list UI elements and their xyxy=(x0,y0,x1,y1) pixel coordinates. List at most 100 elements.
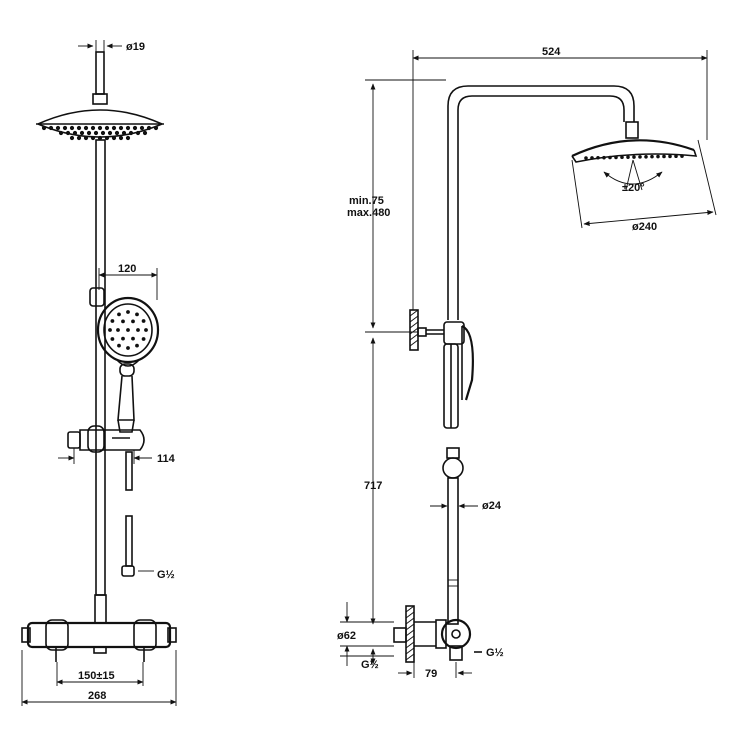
riser-diameter-label: ø24 xyxy=(482,500,502,512)
riser-adjust-min-label: min.75 xyxy=(349,195,384,207)
center-distance-label: 150±15 xyxy=(78,670,115,682)
dim-handset-depth: 114 xyxy=(58,448,176,465)
hatch-line xyxy=(409,315,419,323)
connection-left-label: G½ xyxy=(157,569,175,581)
nozzle-dot xyxy=(136,328,140,332)
nozzle-dot xyxy=(58,130,64,136)
mixer-side xyxy=(393,605,482,663)
riser-adjust-max-label: max.480 xyxy=(347,207,390,219)
nozzle-dot xyxy=(117,312,121,317)
head-nozzles xyxy=(41,125,159,141)
nozzle-dot xyxy=(614,155,618,160)
nozzle-dot xyxy=(644,155,648,159)
hatch-line xyxy=(409,339,419,347)
lower-wall-hatch xyxy=(405,605,415,661)
nozzle-dot xyxy=(110,337,115,341)
nozzle-dot xyxy=(114,130,120,136)
nozzle-dot xyxy=(121,319,125,324)
overhead-shower-head-side: ±20° ø240 xyxy=(571,139,717,233)
nozzle-dot xyxy=(146,125,152,131)
nozzle-dot xyxy=(97,125,103,131)
nozzle-dot xyxy=(125,125,131,131)
hatch-line xyxy=(405,623,415,631)
nozzle-dot xyxy=(126,346,130,350)
dim-riser-diameter: ø24 xyxy=(430,500,502,512)
overhead-arm-side xyxy=(447,85,639,320)
nozzle-dot xyxy=(76,125,82,131)
side-head-nozzles xyxy=(584,154,684,160)
riser-bar-front xyxy=(95,139,106,596)
dim-riser-height: 717 xyxy=(364,337,382,625)
nozzle-dot xyxy=(680,154,684,158)
nozzle-dot xyxy=(128,130,134,136)
nozzle-dot xyxy=(142,130,148,136)
outlet-thread-label: G½ xyxy=(486,647,504,659)
nozzle-dot xyxy=(69,135,75,141)
nozzle-dot xyxy=(141,337,146,341)
front-view: ø19 120 xyxy=(21,40,177,706)
upper-wall-hatch xyxy=(409,309,419,347)
nozzle-dot xyxy=(118,125,124,131)
nozzle-dot xyxy=(107,130,113,136)
hatch-line xyxy=(409,309,419,317)
nozzle-dot xyxy=(62,125,68,131)
nozzle-dot xyxy=(104,135,110,141)
slider-holder-top xyxy=(89,287,105,307)
side-view: 524 ±20° ø240 m xyxy=(337,46,717,680)
nozzle-dot xyxy=(662,154,666,159)
nozzle-dot xyxy=(584,156,588,160)
handset-width-label: 120 xyxy=(118,263,136,275)
arm-length-label: 524 xyxy=(542,46,561,58)
nozzle-dot xyxy=(121,336,125,341)
dim-wall-offset: 79 xyxy=(398,662,472,680)
nozzle-dot xyxy=(620,155,624,160)
nozzle-dot xyxy=(93,130,99,136)
nozzle-dot xyxy=(590,156,594,160)
dim-head-pipe-diameter: ø19 xyxy=(78,40,145,53)
nozzle-dot xyxy=(48,125,54,131)
nozzle-dot xyxy=(41,125,47,131)
wall-offset-label: 79 xyxy=(425,668,437,680)
nozzle-dot xyxy=(108,328,112,332)
head-diameter-label: ø240 xyxy=(632,221,657,233)
hatch-line xyxy=(405,617,415,625)
dim-inlet-thread: G½ xyxy=(340,648,394,671)
nozzle-dot xyxy=(632,155,636,159)
nozzle-dot xyxy=(674,154,678,158)
nozzle-dot xyxy=(602,155,606,160)
nozzle-dot xyxy=(121,130,127,136)
nozzle-dot xyxy=(135,343,139,348)
dim-mixer-width: 268 xyxy=(21,650,177,706)
nozzle-dot xyxy=(131,336,135,341)
nozzle-dot xyxy=(596,155,600,160)
nozzle-dot xyxy=(153,125,159,131)
riser-mixer-connector xyxy=(94,594,107,624)
nozzle-dot xyxy=(111,135,117,141)
dim-riser-adjust: min.75 max.480 xyxy=(347,79,446,333)
nozzle-dot xyxy=(86,130,92,136)
handset-depth-label: 114 xyxy=(157,453,176,465)
slider-knob-side xyxy=(442,457,464,479)
inlet-thread-label: G½ xyxy=(361,659,379,671)
nozzle-dot xyxy=(132,125,138,131)
nozzle-dot xyxy=(141,319,146,323)
dim-handset-width: 120 xyxy=(98,263,158,300)
nozzle-dot xyxy=(83,135,89,141)
nozzle-dot xyxy=(110,319,115,323)
nozzle-dot xyxy=(83,125,89,131)
hatch-line xyxy=(405,653,415,661)
nozzle-dot xyxy=(65,130,71,136)
hatch-line xyxy=(409,327,419,335)
slider-collar-side xyxy=(446,447,460,459)
nozzle-dot xyxy=(135,312,139,317)
head-pipe-diameter-label: ø19 xyxy=(126,41,145,53)
nozzle-dot xyxy=(125,135,131,141)
hatch-line xyxy=(405,629,415,637)
hatch-line xyxy=(405,647,415,655)
mixer-width-label: 268 xyxy=(88,690,106,702)
hatch-line xyxy=(409,321,419,329)
hose-front: G½ xyxy=(121,451,175,581)
lower-slider-front xyxy=(67,425,145,453)
hand-shower-front xyxy=(96,296,160,433)
nozzle-dot xyxy=(139,125,145,131)
